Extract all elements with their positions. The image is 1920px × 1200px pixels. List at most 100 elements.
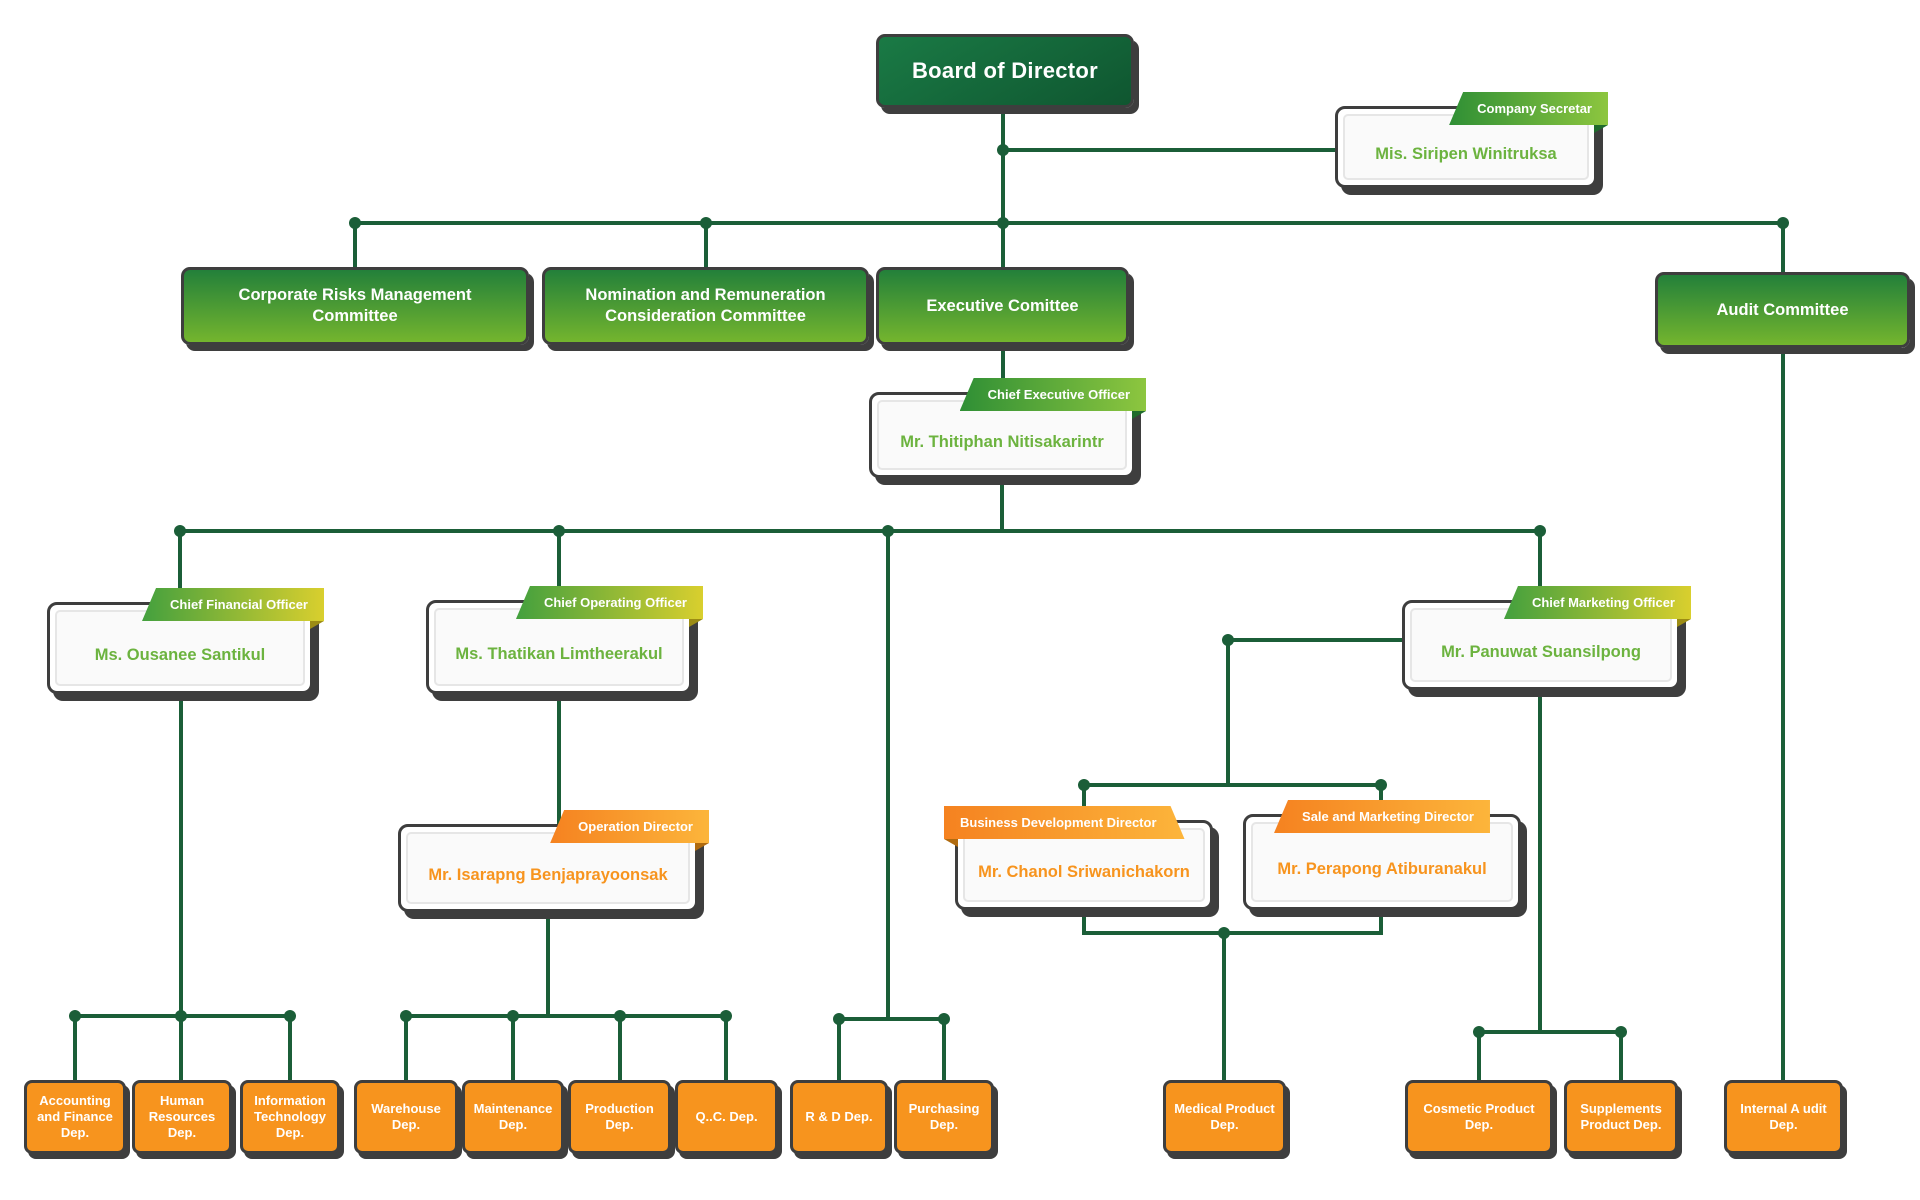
sale-marketing-director-ribbon: Sale and Marketing Director [1274,800,1490,833]
junction-dot [882,525,894,537]
operation-director-title: Operation Director [550,810,709,843]
business-development-director-name: Mr. Chanol Sriwanichakorn [978,862,1190,881]
junction-dot [1078,779,1090,791]
business-development-director-ribbon: Business Development Director [944,806,1185,847]
connector-sales-bottom [1379,908,1383,935]
cmo-card-inner: Mr. Panuwat Suansilpong [1410,608,1672,682]
connector-operations-bus [406,1014,726,1018]
junction-dot [175,1010,187,1022]
connector-committees-bus [355,221,1783,225]
dept-purchasing: Purchasing Dep. [894,1080,994,1154]
dept-rnd-label: R & D Dep. [805,1108,873,1124]
connector-marketing-bus [1479,1030,1621,1034]
connector-officers-bus [180,529,1540,533]
cmo-title: Chief Marketing Officer [1503,586,1691,619]
cmo-card: Chief Marketing Officer Mr. Panuwat Suan… [1402,586,1692,690]
connector-executive-ceo [1001,343,1005,394]
coo-card-inner: Ms. Thatikan Limtheerakul [434,608,684,686]
connector-audit-internal [1781,346,1785,1082]
connector-opdir-departments [546,910,550,1018]
dept-maintenance: Maintenance Dep. [462,1080,564,1154]
connector-secretary-branch [1003,148,1337,152]
junction-dot [720,1010,732,1022]
junction-dot [1777,217,1789,229]
connector-ceo-drop [1000,476,1004,533]
dept-supplements-product: Supplements Product Dep. [1564,1080,1678,1154]
connector-mid-drop [886,529,890,1021]
executive-committee-label: Executive Comittee [926,296,1079,315]
audit-committee-box: Audit Committee [1655,272,1910,348]
dept-information-technology: Information Technology Dep. [240,1080,340,1154]
connector-rnd-drop [837,1017,841,1082]
ceo-card: Chief Executive Officer Mr. Thitiphan Ni… [869,378,1147,478]
dept-medical-product-label: Medical Product Dep. [1174,1100,1275,1132]
sale-marketing-director-card: Sale and Marketing Director Mr. Perapong… [1243,800,1521,910]
connector-maintenance-drop [511,1014,515,1082]
company-secretary-card-inner: Mis. Siripen Winitruksa [1343,114,1589,180]
junction-dot [1222,634,1234,646]
junction-dot [1534,525,1546,537]
corporate-risks-committee-box: Corporate Risks Management Committee [181,267,529,345]
ceo-ribbon: Chief Executive Officer [959,378,1147,419]
junction-dot [938,1013,950,1025]
audit-committee-label: Audit Committee [1716,300,1849,319]
dept-human-resources-label: Human Resources Dep. [148,1092,216,1141]
connector-nomination-drop [704,221,708,269]
dept-cosmetic-product: Cosmetic Product Dep. [1405,1080,1553,1154]
connector-cfo-departments [179,692,183,1082]
junction-dot [1375,779,1387,791]
board-of-director-label: Board of Director [911,58,1098,83]
dept-qc-label: Q..C. Dep. [695,1108,758,1124]
junction-dot [614,1010,626,1022]
company-secretary-title: Company Secretar [1449,92,1608,125]
ceo-card-inner: Mr. Thitiphan Nitisakarintr [877,400,1127,470]
cmo-name: Mr. Panuwat Suansilpong [1441,642,1641,661]
operation-director-card-inner: Mr. Isarapng Benjaprayoonsak [406,832,690,904]
connector-production-drop [618,1014,622,1082]
junction-dot [833,1013,845,1025]
cfo-ribbon: Chief Financial Officer [142,588,324,629]
junction-dot [400,1010,412,1022]
sale-marketing-director-title: Sale and Marketing Director [1274,800,1490,833]
ceo-name: Mr. Thitiphan Nitisakarintr [900,432,1104,451]
operation-director-ribbon: Operation Director [550,810,709,851]
connector-cosmetic-drop [1477,1030,1481,1082]
connector-warehouse-drop [404,1014,408,1082]
dept-qc: Q..C. Dep. [675,1080,778,1154]
corporate-risks-committee-label: Corporate Risks Management Committee [238,286,472,325]
connector-coo-drop [557,529,561,602]
junction-dot [700,217,712,229]
junction-dot [1615,1026,1627,1038]
connector-medical-drop [1222,931,1226,1082]
business-development-director-card: Business Development Director Mr. Chanol… [944,820,1213,910]
dept-accounting-finance-label: Accounting and Finance Dep. [37,1092,113,1141]
junction-dot [997,217,1009,229]
coo-name: Ms. Thatikan Limtheerakul [455,644,663,663]
dept-supplements-product-label: Supplements Product Dep. [1580,1100,1662,1132]
dept-purchasing-label: Purchasing Dep. [908,1100,980,1132]
dept-internal-audit: Internal A udit Dep. [1724,1080,1843,1154]
cfo-name: Ms. Ousanee Santikul [94,645,266,664]
connector-it-drop [288,1014,292,1082]
junction-dot [1218,927,1230,939]
dept-information-technology-label: Information Technology Dep. [254,1092,326,1141]
connector-corporate-drop [353,221,357,269]
dept-accounting-finance: Accounting and Finance Dep. [24,1080,126,1154]
cfo-title: Chief Financial Officer [142,588,324,621]
sale-marketing-director-card-inner: Mr. Perapong Atiburanakul [1251,822,1513,902]
junction-dot [553,525,565,537]
company-secretary-name: Mis. Siripen Winitruksa [1375,144,1557,163]
connector-rnd-purchasing-bus [839,1017,944,1021]
sale-marketing-director-name: Mr. Perapong Atiburanakul [1277,859,1487,878]
connector-bizdev-drop [1082,783,1086,822]
connector-supplements-drop [1619,1030,1623,1082]
connector-sales-drop [1379,783,1383,816]
connector-cmo-left-branch [1228,638,1406,642]
coo-ribbon: Chief Operating Officer [515,586,704,627]
executive-committee-box: Executive Comittee [876,267,1129,345]
connector-directors-bottom-bus [1084,931,1381,935]
cfo-card: Chief Financial Officer Ms. Ousanee Sant… [47,588,324,694]
dept-medical-product: Medical Product Dep. [1163,1080,1286,1154]
dept-rnd: R & D Dep. [790,1080,888,1154]
business-development-director-title: Business Development Director [944,806,1185,839]
